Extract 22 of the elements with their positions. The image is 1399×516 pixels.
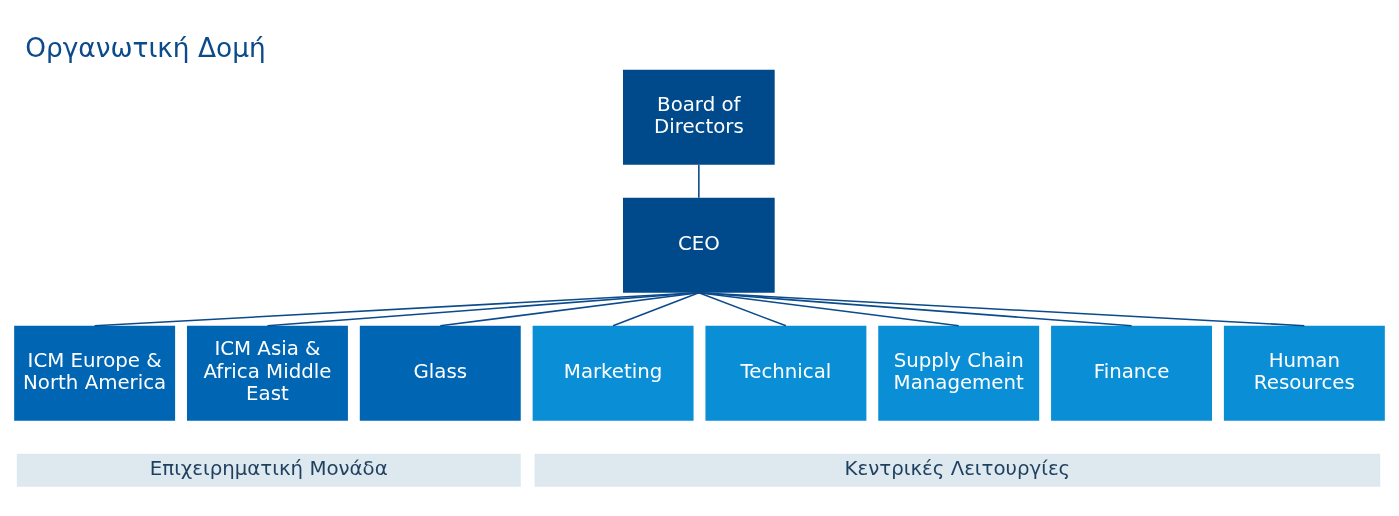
node-box: CEO: [623, 197, 775, 293]
connector: [698, 291, 787, 327]
diagram-title: Οργανωτική Δομή: [25, 32, 266, 63]
node-box: Board of Directors: [623, 69, 775, 165]
connector: [698, 291, 960, 327]
connector: [698, 163, 700, 199]
connector: [93, 291, 700, 327]
connector: [439, 291, 700, 327]
node-box: Επιχειρηματική Μονάδα: [16, 453, 521, 487]
node-box: ICM Asia & Africa Middle East: [187, 325, 348, 421]
node-box: Marketing: [532, 325, 694, 421]
connector: [266, 291, 700, 327]
node-box: Supply Chain Management: [878, 325, 1040, 421]
node-box: Technical: [705, 325, 867, 421]
node-box: ICM Europe & North America: [14, 325, 176, 421]
node-box: Glass: [359, 325, 521, 421]
connector: [698, 291, 1133, 327]
node-box: Κεντρικές Λειτουργίες: [534, 453, 1381, 487]
node-box: Human Resources: [1223, 325, 1385, 421]
connector: [698, 291, 1306, 327]
connector: [612, 291, 700, 327]
node-box: Finance: [1051, 325, 1212, 421]
